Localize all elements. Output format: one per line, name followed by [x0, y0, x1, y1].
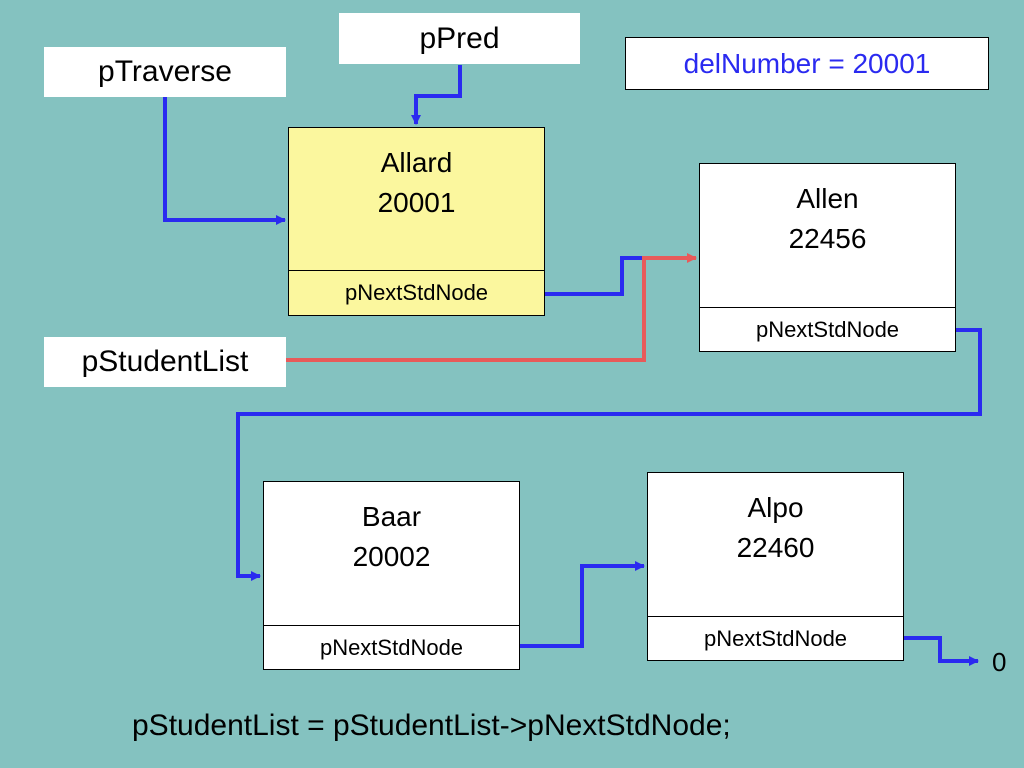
node-name: Baar — [361, 501, 422, 532]
null-terminal: 0 — [992, 647, 1007, 677]
node-id: 22460 — [736, 532, 815, 563]
arrow-ppred-to-allard — [411, 65, 462, 125]
arrow-pstudentlist-to-allen — [286, 253, 697, 362]
node-allen: Allen 22456 pNextStdNode — [699, 163, 956, 352]
node-next-pointer: pNextStdNode — [648, 616, 903, 660]
node-next-pointer: pNextStdNode — [700, 307, 955, 351]
node-name: Alpo — [747, 492, 804, 523]
code-statement: pStudentList = pStudentList->pNextStdNod… — [132, 709, 731, 742]
node-name: Allard — [380, 147, 453, 178]
node-alpo: Alpo 22460 pNextStdNode — [647, 472, 904, 661]
ptraverse-label: pTraverse — [44, 47, 286, 97]
pstudentlist-label: pStudentList — [44, 337, 286, 387]
arrow-allard-next-to-allen — [545, 256, 660, 296]
node-id: 20001 — [377, 187, 456, 218]
node-name: Allen — [796, 183, 859, 214]
ppred-label: pPred — [339, 13, 580, 64]
arrow-ptraverse-to-allard — [163, 97, 286, 225]
arrow-alpo-next-to-null — [904, 636, 979, 666]
node-allard: Allard 20001 pNextStdNode — [288, 127, 545, 316]
node-id: 20002 — [352, 541, 431, 572]
node-baar: Baar 20002 pNextStdNode — [263, 481, 520, 670]
delnumber-box: delNumber = 20001 — [625, 37, 989, 90]
node-next-pointer: pNextStdNode — [264, 625, 519, 669]
node-id: 22456 — [788, 223, 867, 254]
arrow-baar-next-to-alpo — [520, 561, 645, 648]
node-next-pointer: pNextStdNode — [289, 270, 544, 315]
arrow-allen-next-to-baar — [236, 328, 982, 581]
